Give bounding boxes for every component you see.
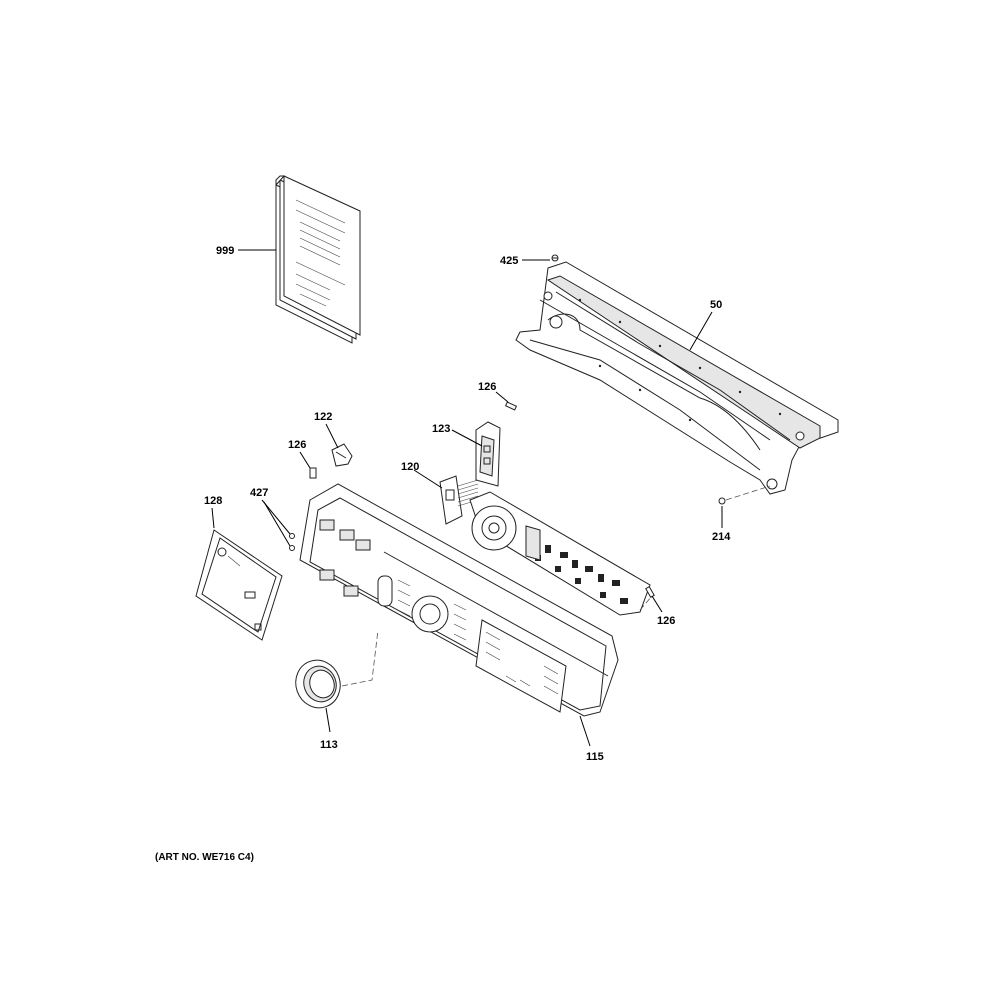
callout-126-top: 126 [478, 381, 496, 393]
callout-427: 427 [250, 487, 268, 499]
callout-50: 50 [710, 299, 722, 311]
callout-128: 128 [204, 495, 222, 507]
callout-425: 425 [500, 255, 518, 267]
screw-214-part [718, 485, 771, 505]
callout-999: 999 [216, 245, 234, 257]
callout-113: 113 [320, 739, 338, 751]
board-bracket-part [439, 475, 479, 525]
control-board-part [469, 491, 651, 616]
assembly-lines [341, 595, 653, 687]
knob-part [295, 659, 341, 709]
callout-122: 122 [314, 411, 332, 423]
control-panel-part [299, 483, 619, 717]
cap-part [331, 443, 353, 467]
callout-126-right: 126 [657, 615, 675, 627]
callout-123: 123 [432, 423, 450, 435]
control-panel-bracket-part [515, 261, 839, 495]
callout-115: 115 [586, 751, 604, 763]
leader-lines [211, 249, 723, 747]
screw-425-part [551, 254, 559, 262]
badge-panel-part [195, 529, 283, 641]
callout-labels: 999 425 50 126 123 122 126 120 128 427 2… [204, 245, 731, 763]
art-number: (ART NO. WE716 C4) [155, 852, 254, 863]
screws-427-part [289, 533, 295, 551]
screw-126-top-part [504, 401, 518, 411]
board-module-part [475, 421, 501, 487]
screw-126-left-part [309, 467, 317, 479]
manual-part [275, 175, 361, 344]
callout-120: 120 [401, 461, 419, 473]
callout-214: 214 [712, 531, 731, 543]
callout-126-left: 126 [288, 439, 306, 451]
